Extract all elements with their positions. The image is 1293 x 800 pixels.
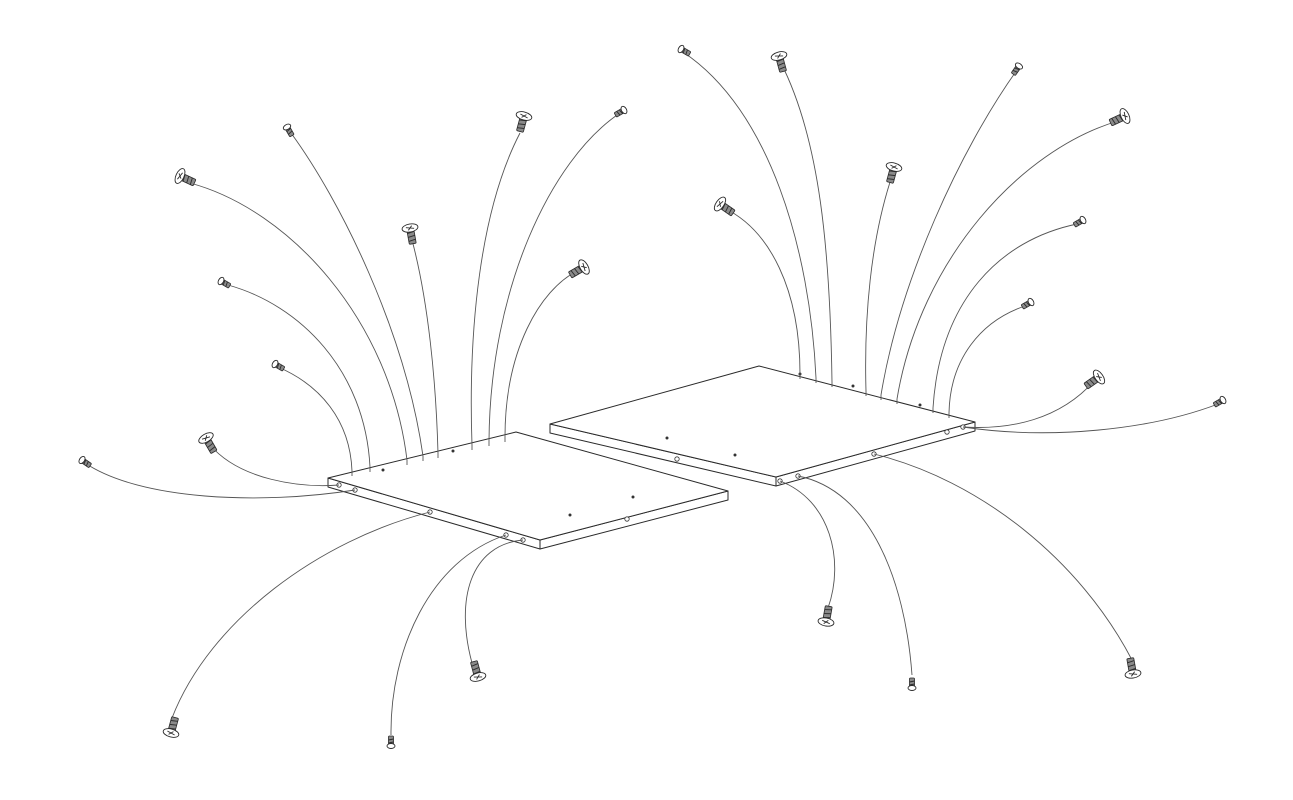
screw-icon: [907, 677, 917, 691]
screw-icon: [172, 166, 199, 191]
guide-line: [948, 304, 1029, 414]
guide-line: [464, 539, 524, 664]
guide-line: [504, 270, 578, 438]
right-panel-guide-holes: [799, 374, 950, 418]
screw-icon: [400, 222, 422, 246]
screw-icon: [386, 735, 396, 749]
screw-icon: [1019, 296, 1036, 311]
screw-icon: [1071, 214, 1088, 229]
guide-line: [290, 132, 424, 457]
right-panel-top-face: [549, 365, 976, 478]
guide-line: [171, 511, 431, 719]
guide-line: [962, 379, 1096, 428]
screw-icon: [1080, 367, 1108, 394]
screw-icon: [1121, 656, 1143, 680]
screw-icon: [881, 160, 904, 185]
guide-line: [932, 223, 1078, 409]
screw-icon: [816, 604, 838, 628]
right-panel-edge-holes: [674, 424, 966, 484]
guide-line: [682, 51, 817, 379]
guide-line: [411, 239, 439, 454]
screw-icon: [676, 43, 693, 58]
right-panel-top-holes: [665, 372, 922, 457]
screw-icon: [711, 194, 739, 221]
screw-icon: [565, 257, 592, 283]
guide-line: [962, 403, 1219, 434]
guide-line: [880, 69, 1018, 396]
guide-line: [896, 120, 1119, 400]
guide-line: [797, 475, 913, 676]
screw-icon: [511, 109, 534, 134]
guide-line: [488, 112, 621, 442]
screw-icon: [1106, 106, 1133, 131]
screw-icon: [465, 659, 488, 684]
screw-icon: [77, 454, 93, 470]
screw-icon: [281, 122, 296, 139]
screw-icon: [270, 358, 287, 373]
guide-line: [780, 62, 833, 383]
guide-line: [209, 444, 340, 486]
screw-icon: [216, 275, 233, 290]
guide-line: [865, 172, 894, 392]
guide-line: [470, 132, 521, 446]
guide-line: [390, 534, 507, 736]
guide-line: [723, 207, 801, 375]
guide-lines: [84, 51, 1219, 736]
screw-icon: [1211, 394, 1228, 409]
screw-icon: [1009, 61, 1025, 77]
guide-line: [873, 453, 1133, 661]
guide-line: [277, 366, 353, 472]
left-panel: [327, 431, 729, 550]
left-panel-top-face: [327, 431, 729, 541]
screw-icon: [161, 715, 184, 740]
left-panel-guide-holes: [351, 437, 506, 476]
guide-line: [779, 480, 836, 609]
guide-line: [189, 182, 408, 461]
guide-line: [227, 284, 371, 468]
screw-icon: [769, 49, 792, 74]
guide-line: [84, 462, 356, 499]
left-panel-top-holes: [381, 449, 635, 517]
